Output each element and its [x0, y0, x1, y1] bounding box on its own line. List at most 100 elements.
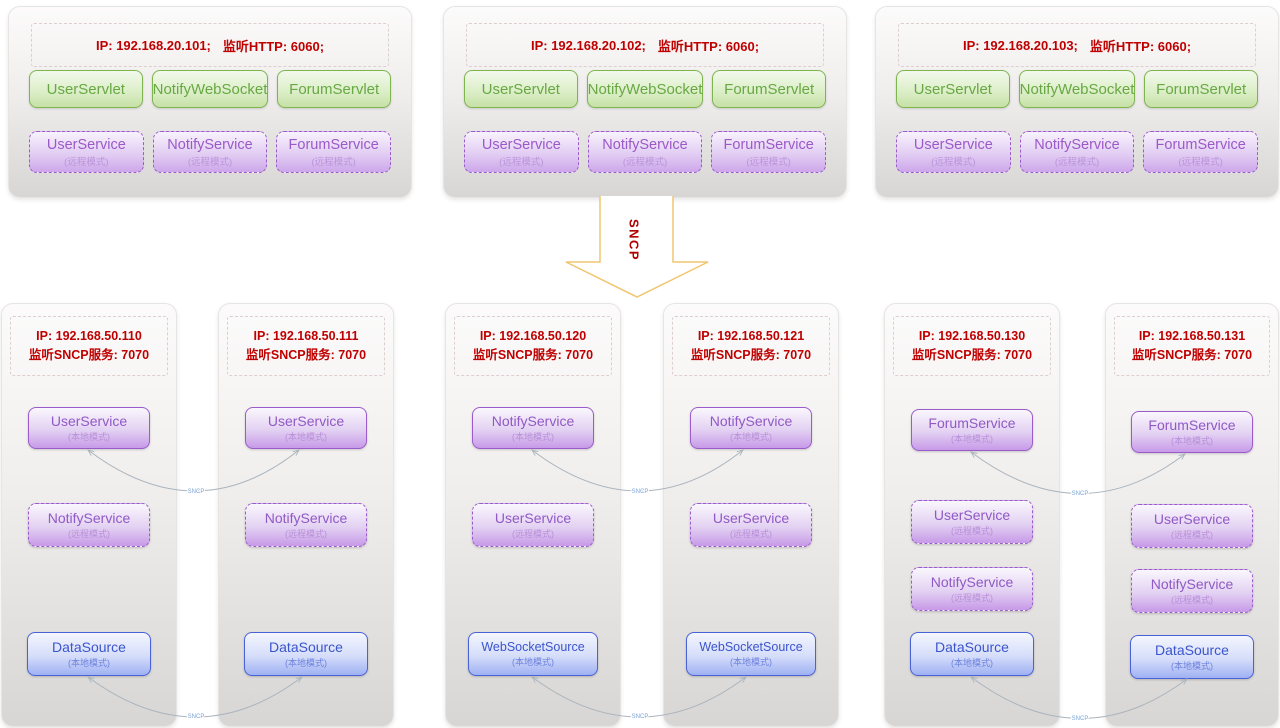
node-ip-text: IP: 192.168.50.111 [253, 328, 359, 343]
service-box-remote: UserService (远程模式) [1131, 504, 1253, 548]
service-mode: (远程模式) [64, 156, 109, 168]
service-mode: (远程模式) [931, 156, 976, 168]
node-ip-text: IP: 192.168.50.121 [697, 328, 805, 343]
source-name: DataSource [935, 639, 1009, 655]
service-name: UserService [933, 507, 1011, 523]
service-mode: (远程模式) [1054, 156, 1100, 168]
service-box-local: ForumService (本地模式) [911, 409, 1033, 451]
service-box-local: NotifyService (本地模式) [690, 407, 812, 449]
node-ip-label: IP: 192.168.50.120 监听SNCP服务: 7070 [454, 316, 612, 376]
node-panel-110: IP: 192.168.50.110 监听SNCP服务: 7070 UserSe… [1, 303, 177, 727]
websocketsource-box: WebSocketSource (本地模式) [686, 632, 816, 676]
connector-label: SNCP [632, 714, 649, 720]
sncp-arrow-label: SNCP [627, 219, 642, 261]
service-mode: (远程模式) [1178, 156, 1223, 168]
node-ip-label: IP: 192.168.50.110 监听SNCP服务: 7070 [10, 316, 168, 376]
service-name: NotifyService [709, 413, 793, 429]
sncp-arrow-icon [565, 196, 709, 298]
node-listen-text: 监听SNCP服务: 7070 [28, 348, 150, 362]
datasource-box: DataSource (本地模式) [27, 632, 151, 676]
service-name: NotifyService [167, 136, 253, 153]
servlet-box: UserServlet [464, 70, 578, 108]
service-name: UserService [913, 136, 993, 153]
service-mode: (远程模式) [746, 156, 791, 168]
service-name: ForumService [1148, 417, 1236, 433]
node-ip-text: IP: 192.168.50.120 [479, 328, 587, 343]
service-mode: (本地模式) [951, 434, 993, 444]
source-name: DataSource [1155, 642, 1229, 658]
service-name: NotifyService [264, 510, 348, 526]
node-listen-text: 监听SNCP服务: 7070 [911, 348, 1033, 362]
service-mode: (远程模式) [285, 529, 327, 539]
service-box-remote: NotifyService (远程模式) [1019, 131, 1135, 173]
node-listen-text: 监听SNCP服务: 7070 [1131, 348, 1253, 362]
service-mode: (本地模式) [285, 432, 327, 442]
server-listen-text: 监听HTTP: 6060; [1089, 38, 1192, 54]
source-name: WebSocketSource [699, 640, 803, 654]
node-panel-130: IP: 192.168.50.130 监听SNCP服务: 7070 ForumS… [884, 303, 1060, 727]
service-name: UserService [50, 413, 128, 429]
service-box-remote: NotifyService (远程模式) [911, 567, 1033, 611]
server-panel-103: IP: 192.168.20.103; 监听HTTP: 6060; UserSe… [875, 6, 1279, 198]
service-mode: (远程模式) [187, 156, 233, 168]
service-mode: (本地模式) [730, 432, 772, 442]
service-name: UserService [46, 136, 126, 153]
service-name: ForumService [1155, 136, 1246, 153]
service-row: UserService (远程模式) NotifyService (远程模式) … [29, 131, 392, 173]
node-panel-120: IP: 192.168.50.120 监听SNCP服务: 7070 Notify… [445, 303, 621, 727]
node-ip-text: IP: 192.168.50.110 [36, 328, 142, 343]
service-mode: (远程模式) [311, 156, 356, 168]
connector-label: SNCP [1072, 491, 1089, 497]
servlet-box: NotifyWebSocket [586, 70, 704, 108]
service-mode: (远程模式) [1171, 530, 1213, 540]
servlet-box: ForumServlet [1144, 70, 1258, 108]
source-name: DataSource [269, 639, 343, 655]
server-panel-102: IP: 192.168.20.102; 监听HTTP: 6060; UserSe… [443, 6, 847, 198]
node-ip-label: IP: 192.168.50.111 监听SNCP服务: 7070 [227, 316, 385, 376]
servlet-row: UserServlet NotifyWebSocket ForumServlet [29, 70, 391, 108]
server-ip-text: IP: 192.168.20.101; [95, 37, 211, 53]
service-name: NotifyService [1150, 576, 1234, 592]
service-row: UserService (远程模式) NotifyService (远程模式) … [464, 131, 827, 173]
service-box-remote: UserService (远程模式) [29, 131, 144, 173]
service-box-local: NotifyService (本地模式) [472, 407, 594, 449]
service-box-remote: NotifyService (远程模式) [28, 503, 150, 547]
node-listen-text: 监听SNCP服务: 7070 [690, 348, 812, 362]
service-mode: (远程模式) [512, 529, 554, 539]
server-panel-101: IP: 192.168.20.101; 监听HTTP: 6060; UserSe… [8, 6, 412, 198]
service-name: ForumService [723, 136, 814, 153]
service-box-remote: NotifyService (远程模式) [1131, 569, 1253, 613]
service-name: UserService [712, 510, 790, 526]
node-ip-text: IP: 192.168.50.130 [918, 328, 1026, 343]
service-box-local: UserService (本地模式) [245, 407, 367, 449]
server-ip-label: IP: 192.168.20.101; 监听HTTP: 6060; [31, 23, 389, 67]
service-box-remote: NotifyService (远程模式) [587, 131, 703, 173]
servlet-box: NotifyWebSocket [1018, 70, 1136, 108]
node-panel-111: IP: 192.168.50.111 监听SNCP服务: 7070 UserSe… [218, 303, 394, 727]
servlet-box: ForumServlet [277, 70, 391, 108]
connector-label: SNCP [188, 489, 205, 495]
service-box-remote: NotifyService (远程模式) [245, 503, 367, 547]
service-mode: (本地模式) [512, 432, 554, 442]
source-name: DataSource [52, 639, 126, 655]
datasource-box: DataSource (本地模式) [910, 632, 1034, 676]
node-ip-label: IP: 192.168.50.130 监听SNCP服务: 7070 [893, 316, 1051, 376]
service-box-remote: UserService (远程模式) [896, 131, 1011, 173]
servlet-row: UserServlet NotifyWebSocket ForumServlet [464, 70, 826, 108]
service-name: NotifyService [47, 510, 131, 526]
service-mode: (远程模式) [951, 593, 993, 603]
service-mode: (远程模式) [68, 529, 110, 539]
service-row: UserService (远程模式) NotifyService (远程模式) … [896, 131, 1259, 173]
service-name: NotifyService [491, 413, 575, 429]
service-mode: (本地模式) [1171, 436, 1213, 446]
service-mode: (本地模式) [68, 432, 110, 442]
service-name: UserService [494, 510, 572, 526]
source-mode: (本地模式) [512, 657, 554, 667]
connector-label: SNCP [188, 714, 205, 720]
node-panel-121: IP: 192.168.50.121 监听SNCP服务: 7070 Notify… [663, 303, 839, 727]
service-name: ForumService [928, 415, 1016, 431]
service-name: ForumService [288, 136, 379, 153]
connector-label: SNCP [1072, 716, 1089, 722]
source-mode: (本地模式) [730, 657, 772, 667]
server-ip-text: IP: 192.168.20.102; [530, 37, 646, 53]
